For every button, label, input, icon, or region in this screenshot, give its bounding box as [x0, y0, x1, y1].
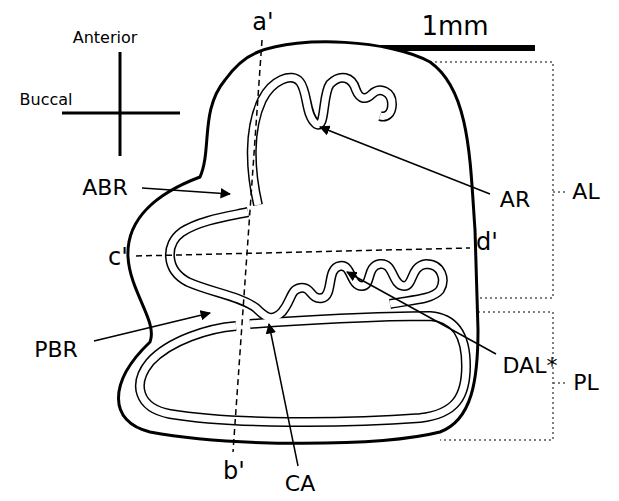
- leader-arrow: [94, 313, 210, 341]
- section-end-label: d': [476, 230, 498, 254]
- section-line: [136, 248, 470, 256]
- part-label: AR: [500, 189, 530, 211]
- leader-arrow: [347, 272, 496, 354]
- compass-axis: [62, 112, 180, 115]
- section-end-label: b': [223, 459, 245, 483]
- tooth-outline: [119, 42, 479, 443]
- part-label: PBR: [34, 339, 78, 361]
- section-line: [233, 40, 262, 452]
- section-end-label: a': [252, 10, 273, 34]
- section-end-label: c': [108, 245, 128, 269]
- leader-arrow: [269, 324, 298, 466]
- part-label: DAL*: [503, 355, 558, 377]
- direction-label: Buccal: [20, 92, 73, 108]
- part-label: ABR: [82, 177, 127, 199]
- part-label: CA: [285, 473, 315, 495]
- leader-arrow: [320, 127, 490, 194]
- region-label: PL: [573, 372, 599, 394]
- leader-arrow: [142, 188, 230, 194]
- compass-axis: [119, 52, 122, 156]
- region-label: AL: [572, 181, 599, 203]
- region-bracket: [553, 382, 568, 384]
- scale-label: 1mm: [421, 13, 488, 39]
- region-bracket: [553, 191, 568, 193]
- direction-label: Anterior: [73, 30, 138, 46]
